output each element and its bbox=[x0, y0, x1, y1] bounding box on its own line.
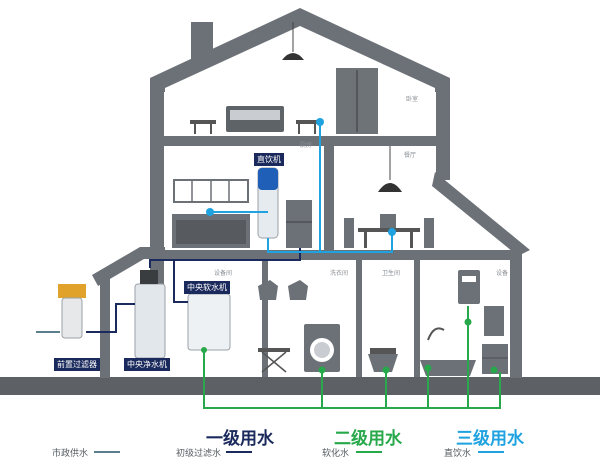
attic-lamp-icon bbox=[282, 53, 304, 60]
room-label-laundry: 洗衣间 bbox=[330, 270, 349, 277]
chair-icon bbox=[424, 218, 434, 248]
right-roof bbox=[432, 172, 530, 256]
chair-icon bbox=[344, 218, 354, 248]
room-label-utility: 设备 bbox=[496, 270, 509, 277]
second-floor bbox=[150, 136, 450, 146]
device-label-prefilter: 前置过滤器 bbox=[54, 358, 100, 371]
upper-right-wall bbox=[436, 90, 450, 180]
ground-slab bbox=[0, 377, 600, 395]
level3-pipe bbox=[267, 122, 321, 253]
outlet-dot bbox=[382, 366, 390, 374]
softener-icon bbox=[187, 293, 231, 351]
first-floor-left bbox=[150, 250, 262, 260]
room-label-dining: 餐厅 bbox=[404, 152, 417, 159]
legend-drinking-water: 直饮水 bbox=[444, 449, 472, 459]
prefilter-pipe bbox=[86, 303, 135, 333]
shirt-icon bbox=[258, 280, 278, 300]
dining-lamp-icon bbox=[378, 183, 402, 192]
ironing-board bbox=[258, 348, 290, 352]
fridge-icon bbox=[286, 200, 312, 248]
room-label-bedroom: 卧室 bbox=[406, 96, 419, 103]
device-label-purifier: 中央净水机 bbox=[124, 358, 170, 371]
bathtub-icon bbox=[420, 360, 476, 376]
room-label-kitchen: 厨房 bbox=[300, 142, 313, 149]
bath-divider bbox=[414, 255, 420, 377]
device-label-dispenser: 直饮机 bbox=[254, 153, 284, 166]
outlet-dot bbox=[490, 366, 498, 374]
level2-heading: 二级用水 bbox=[334, 429, 402, 449]
upper-cabinets bbox=[173, 179, 249, 203]
device-label-softener: 中央软水机 bbox=[184, 281, 230, 294]
outlet-dot bbox=[318, 366, 326, 374]
prefilter-icon bbox=[58, 284, 86, 298]
toilet-icon bbox=[368, 354, 398, 372]
equipment-divider bbox=[262, 255, 268, 377]
room-label-equipment: 设备间 bbox=[214, 270, 233, 277]
legend-prefilter-water: 初级过滤水 bbox=[176, 449, 222, 459]
water-heater-icon bbox=[458, 270, 480, 304]
kitchen-divider bbox=[324, 140, 334, 255]
lower-right-wall bbox=[510, 255, 522, 378]
outlet-dot bbox=[464, 318, 472, 326]
shirt-icon bbox=[288, 280, 308, 300]
mirror-icon bbox=[484, 306, 504, 336]
outlet-dot bbox=[316, 118, 324, 126]
first-floor-right bbox=[262, 250, 522, 260]
outlet-dot bbox=[424, 364, 432, 372]
left-roof bbox=[92, 247, 165, 286]
legend-soft-water: 软化水 bbox=[322, 449, 350, 459]
level3-heading: 三级用水 bbox=[456, 429, 524, 449]
room-label-bathroom: 卫生间 bbox=[382, 270, 401, 277]
legend-municipal: 市政供水 bbox=[52, 449, 89, 459]
level2-main-pipe bbox=[203, 350, 501, 409]
outlet-dot bbox=[206, 208, 214, 216]
purifier-tank-icon bbox=[134, 283, 166, 359]
level1-heading: 一级用水 bbox=[206, 429, 274, 449]
outlet-dot bbox=[388, 228, 396, 236]
annex-wall bbox=[100, 270, 110, 378]
chimney bbox=[191, 22, 213, 64]
laundry-divider bbox=[356, 255, 362, 377]
